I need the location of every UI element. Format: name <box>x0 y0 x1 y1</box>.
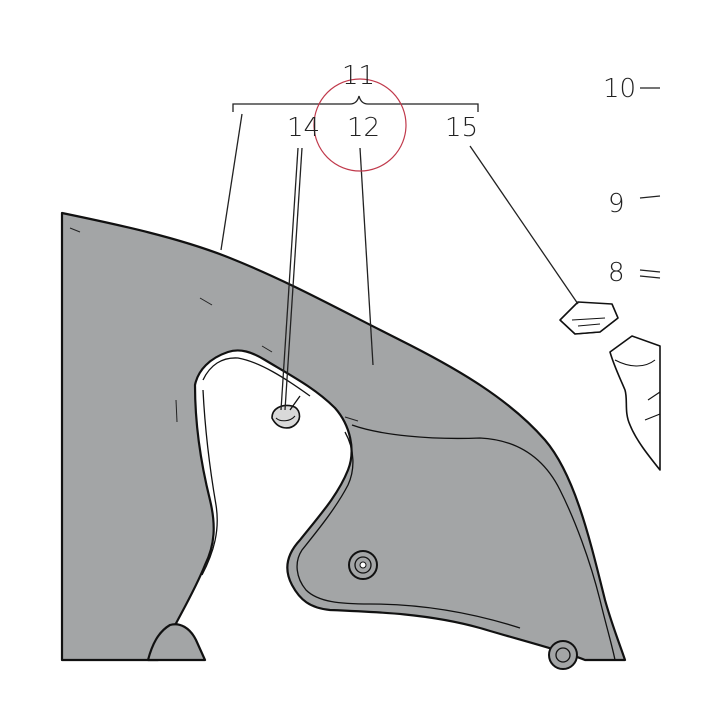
leader-lines <box>220 87 661 411</box>
highlight-circle <box>313 78 407 172</box>
clip-part <box>559 301 619 335</box>
callout-11: 11 <box>342 61 375 91</box>
mounting-hole <box>348 550 378 580</box>
adjacent-component <box>609 335 661 471</box>
callout-15: 15 <box>445 113 478 143</box>
callout-12: 12 <box>347 113 380 143</box>
callout-14: 14 <box>287 113 320 143</box>
rivet-clip <box>271 395 301 429</box>
callout-10: 10 <box>603 74 636 104</box>
callout-9: 9 <box>608 189 625 219</box>
main-panel <box>60 211 627 662</box>
mounting-hole <box>548 640 578 670</box>
group-bracket <box>232 95 479 112</box>
callout-8: 8 <box>608 258 625 288</box>
